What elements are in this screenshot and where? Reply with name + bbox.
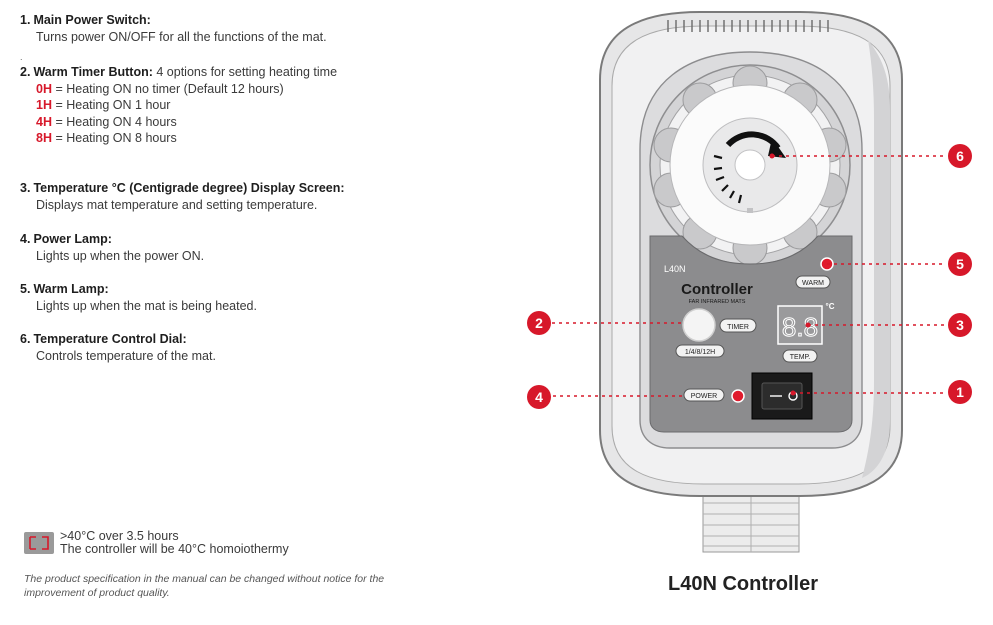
timer-option: 8H = Heating ON 8 hours [36,131,177,145]
svg-text:5: 5 [956,256,964,272]
item-control-dial: 6.Temperature Control Dial: Controls tem… [20,331,490,364]
item-title: 4.Power Lamp: [20,232,112,246]
power-switch[interactable] [751,372,813,420]
temperature-dial[interactable] [653,65,847,266]
separator-dot: . [20,52,23,62]
callout-1: 1 [948,380,972,404]
svg-text:1: 1 [956,384,964,400]
item-power-switch: 1.Main Power Switch: Turns power ON/OFF … [20,12,490,45]
svg-text:4: 4 [535,389,543,405]
item-title: 2.Warm Timer Button: 4 options for setti… [20,65,338,79]
timer-option: 4H = Heating ON 4 hours [36,114,177,129]
item-display-screen: 3.Temperature °C (Centigrade degree) Dis… [20,180,490,213]
callout-4: 4 [527,385,551,409]
timer-options-label: 1/4/8/12H [685,349,715,356]
note-line-1: >40°C over 3.5 hours [60,529,179,543]
product-title: L40N Controller [668,573,819,595]
item-power-lamp: 4.Power Lamp: Lights up when the power O… [20,231,490,264]
callout-lines [552,155,945,397]
callout-3: 3 [948,313,972,337]
svg-text:3: 3 [956,317,964,333]
item-title-tail: 4 options for setting heating time [156,65,338,79]
item-title: 6.Temperature Control Dial: [20,332,187,346]
disclaimer: The product specification in the manual … [24,573,385,599]
callout-5: 5 [948,252,972,276]
callout-6: 6 [948,144,972,168]
item-description: Lights up when the power ON. [36,248,205,263]
display-value: 8.8 [782,312,818,342]
model-label: L40N [664,264,686,274]
item-warm-lamp: 5.Warm Lamp: Lights up when the mat is b… [20,281,490,314]
timer-button[interactable] [682,308,716,342]
timer-option: 1H = Heating ON 1 hour [36,98,171,112]
item-description: Displays mat temperature and setting tem… [36,197,318,212]
svg-text:2: 2 [535,315,543,331]
warm-label: WARM [802,280,824,287]
item-title: 1.Main Power Switch: [20,13,151,27]
power-lamp [731,389,745,403]
segment-display-icon [24,532,54,554]
temp-label: TEMP. [790,354,811,361]
svg-text:6: 6 [956,148,964,164]
power-label: POWER [691,393,717,400]
vent-slots [667,20,829,32]
item-description: Lights up when the mat is being heated. [36,298,257,313]
item-title: 3.Temperature °C (Centigrade degree) Dis… [20,181,345,195]
brand-subtitle: FAR INFRARED MATS [689,299,746,305]
note-line-2: The controller will be 40°C homoiothermy [60,542,289,556]
celsius-unit-label: °C [826,302,835,311]
timer-label: TIMER [727,324,749,331]
item-warm-timer: 2.Warm Timer Button: 4 options for setti… [20,64,490,147]
callout-2: 2 [527,311,551,335]
timer-option: 0H = Heating ON no timer (Default 12 hou… [36,81,284,96]
overheat-note: >40°C over 3.5 hours The controller will… [24,530,289,556]
brand-label: Controller [681,281,753,298]
item-description: Turns power ON/OFF for all the functions… [36,29,327,44]
item-title: 5.Warm Lamp: [20,282,109,296]
temperature-display [777,305,823,345]
item-description: Controls temperature of the mat. [36,348,216,363]
